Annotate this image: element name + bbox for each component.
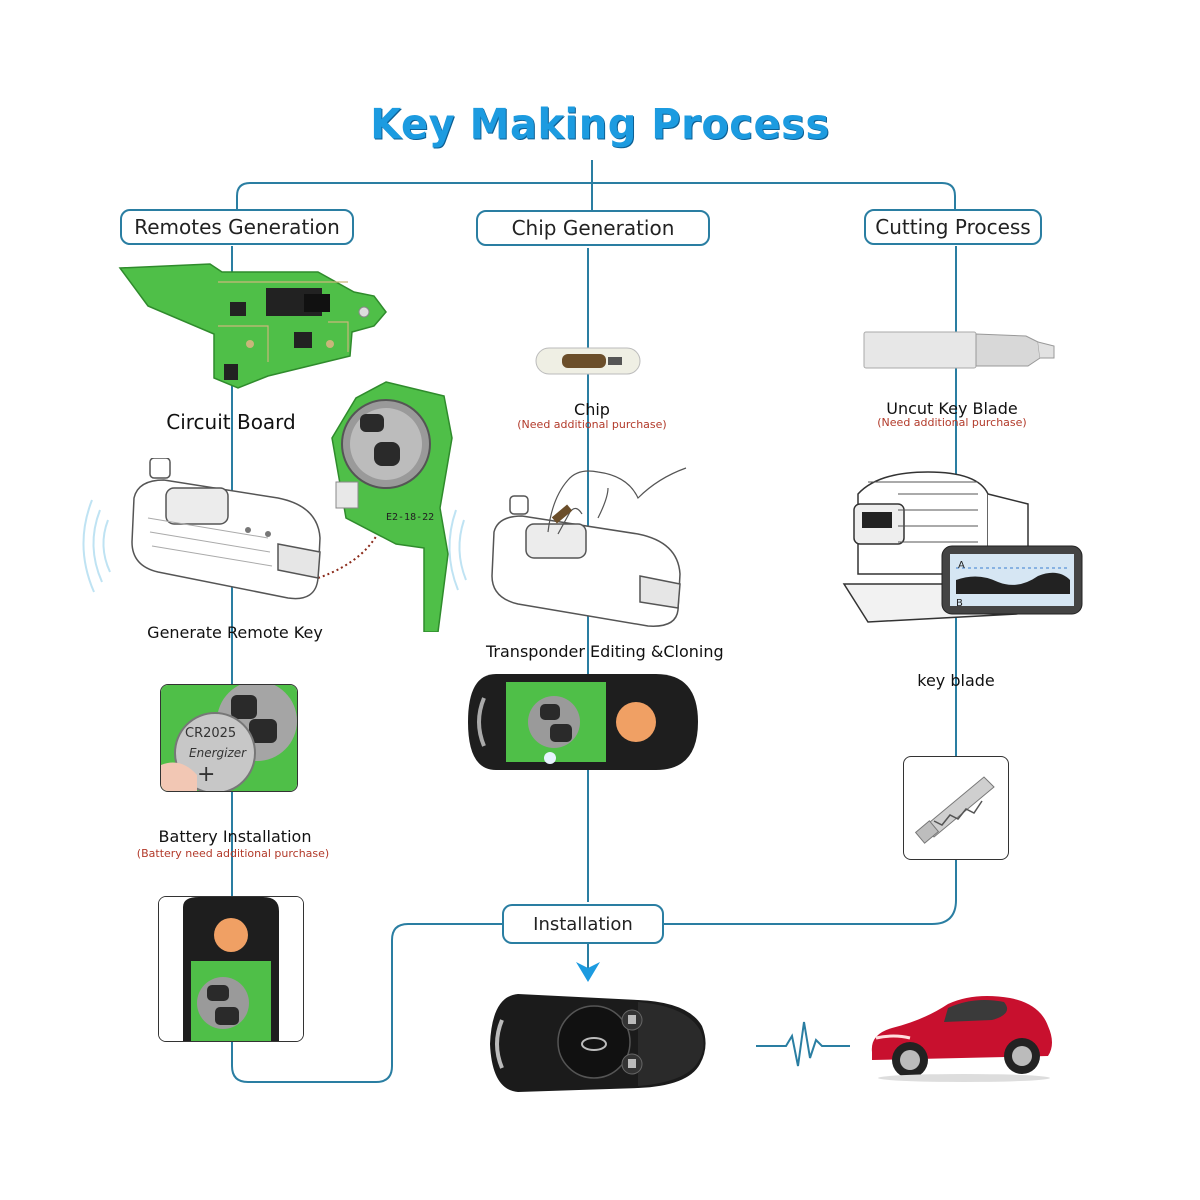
programmer-device-image [131,458,321,600]
battery-note: (Battery need additional purchase) [136,847,330,860]
battery-brand-text: Energizer [189,746,247,760]
generate-remote-key-label: Generate Remote Key [147,623,323,642]
svg-text:+: + [197,762,215,787]
left-to-installation-line [231,923,504,1083]
cutting-process-header: Cutting Process [864,209,1042,245]
transponder-programmer-image [491,467,687,627]
chip-generation-header: Chip Generation [476,210,710,246]
transponder-label: Transponder Editing &Cloning [486,642,724,661]
svg-text:A: A [958,560,965,571]
battery-installation-label: Battery Installation [158,827,312,846]
transponder-key-shell-image [468,674,698,770]
diagram-title: Key Making Process [370,100,830,150]
red-car-image [871,996,1052,1082]
battery-pcb-image: E2-18-22 [331,381,453,632]
uncut-key-blade-note: (Need additional purchase) [877,416,1027,429]
uncut-key-blade-image [863,331,1055,369]
top-bracket-line [236,182,956,210]
battery-cr-text: CR2025 [185,726,236,741]
right-to-installation-line [664,858,957,925]
glass-chip-image [535,347,641,375]
installation-node: Installation [502,904,664,944]
remote-housing-photo [158,896,304,1042]
chip-label: Chip [574,400,610,419]
remotes-generation-header: Remotes Generation [120,209,354,245]
key-blade-label: key blade [917,671,995,690]
down-arrow-icon [576,962,600,982]
cut-key-blade-photo [903,756,1009,860]
signal-pulse-icon [756,1021,850,1067]
svg-text:B: B [956,598,963,609]
finished-key-fob-image [490,994,706,1092]
chip-note: (Need additional purchase) [517,418,667,431]
uncut-key-blade-label: Uncut Key Blade [886,399,1018,418]
circuit-board-image [118,263,387,389]
battery-installation-photo: CR2025 Energizer + [160,684,298,792]
svg-text:E2-18-22: E2-18-22 [386,512,434,523]
cutting-machine-image: A B [842,471,1083,623]
circuit-board-label: Circuit Board [166,410,296,434]
